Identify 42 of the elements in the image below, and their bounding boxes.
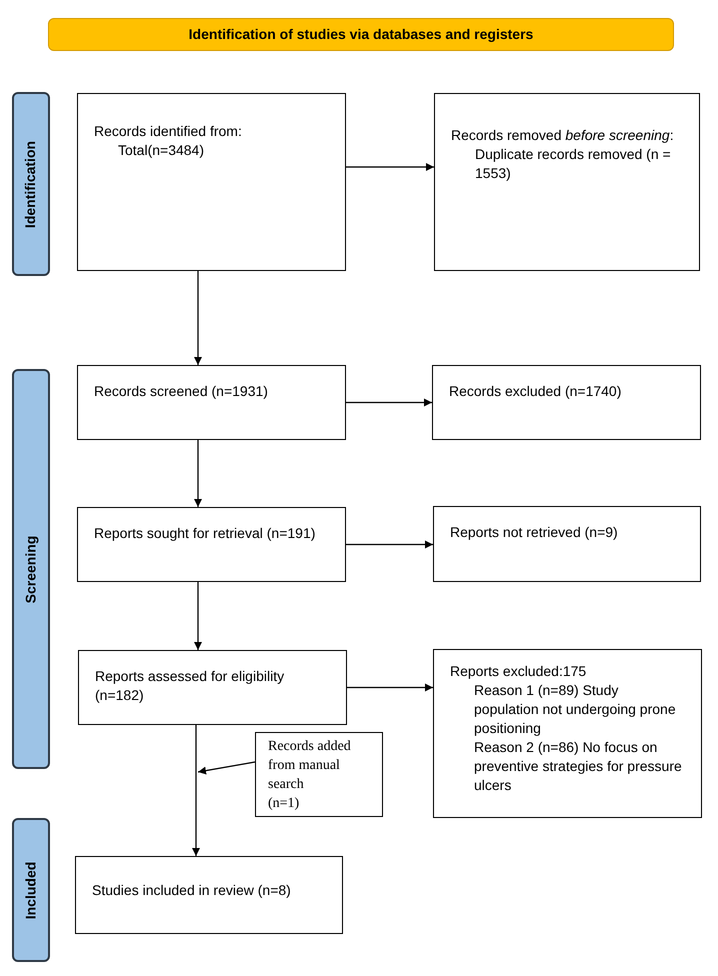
- header-banner: [48, 18, 674, 51]
- phase-bar: [12, 92, 50, 276]
- box-text: Reports excluded:175: [450, 662, 588, 681]
- box-text: Duplicate records removed (n = 1553): [474, 145, 672, 183]
- box-text: Reason 2 (n=86) No focus on preventive strategies for pressure ulcers: [473, 738, 683, 795]
- process-box: [434, 93, 700, 271]
- arrow: [194, 582, 202, 650]
- process-box: [77, 507, 346, 582]
- banner-title: Identification of studies via databases and registers: [188, 25, 534, 44]
- process-box: [75, 856, 343, 934]
- arrow: [347, 684, 433, 692]
- box-text: Studies included in review (n=8): [92, 881, 292, 900]
- box-text: Reports assessed for eligibility (n=182): [95, 667, 286, 705]
- phase-label: Screening: [22, 535, 40, 603]
- box-text: Reports not retrieved (n=9): [450, 523, 619, 542]
- arrow: [194, 440, 202, 507]
- box-text: Reason 1 (n=89) Study population not undergoing prone positioning: [473, 681, 677, 738]
- phase-bar: [12, 818, 50, 962]
- process-box: [432, 365, 701, 440]
- box-text: Reports sought for retrieval (n=191): [94, 524, 316, 543]
- process-box: [78, 650, 347, 725]
- box-text: Total(n=3484): [117, 141, 206, 160]
- arrow: [194, 271, 202, 365]
- arrow: [346, 398, 432, 406]
- arrow: [198, 761, 256, 775]
- arrow: [192, 725, 200, 856]
- box-text: Records identified from:: [94, 122, 243, 141]
- process-box: [433, 649, 702, 818]
- phase-label: Identification: [22, 140, 40, 228]
- process-box: [255, 732, 383, 817]
- phase-label: Included: [22, 861, 40, 919]
- box-text: Records excluded (n=1740): [449, 382, 622, 401]
- arrow: [346, 540, 433, 548]
- process-box: [77, 365, 346, 440]
- box-text: Records screened (n=1931): [94, 382, 269, 401]
- arrow: [346, 163, 434, 171]
- box-text: (n=1): [268, 795, 300, 813]
- box-text: Records added from manual search: [268, 738, 352, 794]
- box-text: Records removed before screening:: [451, 126, 675, 145]
- process-box: [433, 506, 701, 582]
- phase-bar: [12, 369, 50, 769]
- process-box: [77, 93, 346, 271]
